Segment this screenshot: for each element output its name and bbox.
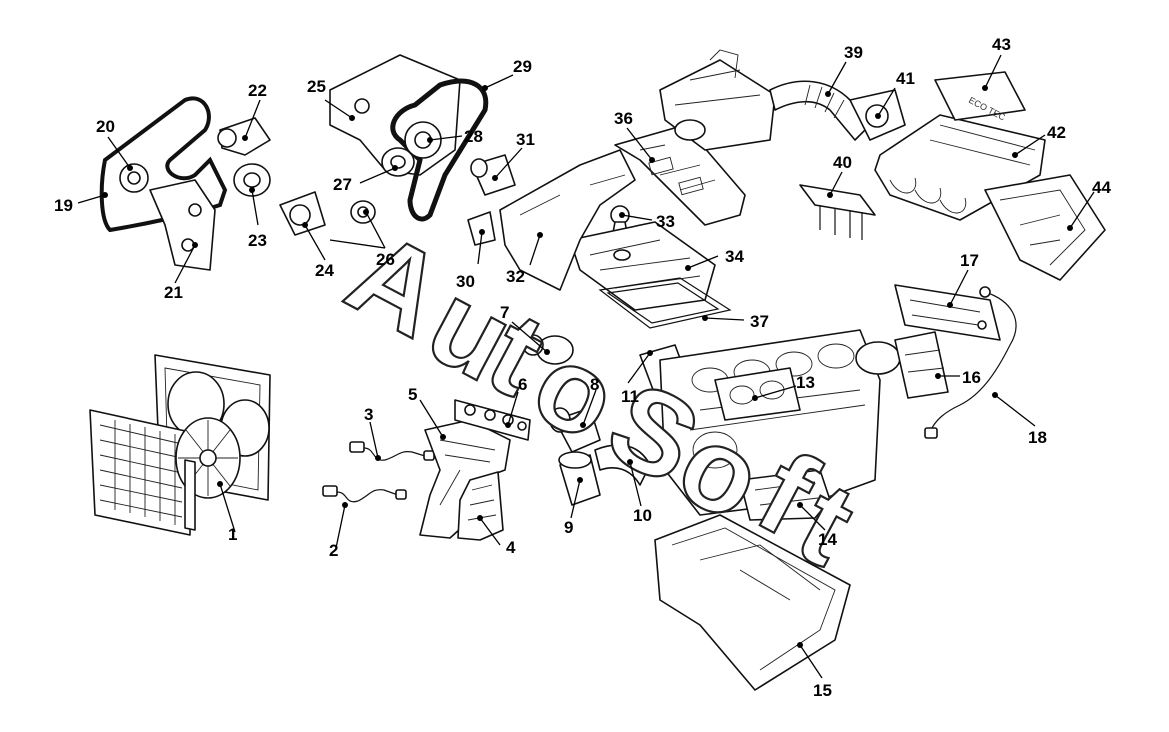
hose: [594, 444, 651, 486]
callout-43: 43: [992, 35, 1011, 54]
callout-3: 3: [364, 405, 373, 424]
callout-9: 9: [564, 518, 573, 537]
head-gasket: [714, 367, 801, 421]
sensor-cable: [924, 286, 1017, 439]
callout-36: 36: [614, 109, 633, 128]
callout-37: 37: [750, 312, 769, 331]
oil-filter-housing: [549, 407, 601, 453]
oxygen-sensor-upper: [349, 441, 435, 461]
mount: [467, 211, 496, 246]
callout-16: 16: [962, 368, 981, 387]
callout-4: 4: [506, 538, 516, 557]
callout-39: 39: [844, 43, 863, 62]
callout-34: 34: [725, 247, 744, 266]
valve-cover-gasket: [598, 277, 732, 329]
idler-pulley: [119, 163, 149, 193]
callout-32: 32: [506, 267, 525, 286]
callout-7: 7: [500, 303, 509, 322]
callout-40: 40: [833, 153, 852, 172]
timing-belt: [390, 78, 489, 222]
callout-19: 19: [54, 196, 73, 215]
callout-20: 20: [96, 117, 115, 136]
engine-block: [659, 329, 881, 516]
ecotec-cover: ECO TEC: [934, 71, 1026, 123]
pulley: [233, 163, 271, 197]
egr-valve: [855, 331, 949, 399]
callout-29: 29: [513, 57, 532, 76]
callout-41: 41: [896, 69, 915, 88]
callout-6: 6: [518, 375, 527, 394]
manifold-gasket: [454, 399, 531, 441]
callout-27: 27: [333, 175, 352, 194]
callout-23: 23: [248, 231, 267, 250]
callout-24: 24: [315, 261, 334, 280]
engine-block-bracket: [739, 469, 831, 521]
callout-2: 2: [329, 541, 338, 560]
ignition-module: [894, 284, 1001, 341]
leader-lines: [77, 54, 1095, 679]
radiator-fan-assembly: [89, 354, 271, 536]
thermostat: [470, 154, 516, 196]
callout-33: 33: [656, 212, 675, 231]
callout-44: 44: [1092, 178, 1111, 197]
callout-28: 28: [464, 127, 483, 146]
callout-13: 13: [796, 373, 815, 392]
bracket: [149, 179, 216, 271]
accessory-belt: [99, 96, 228, 233]
callout-17: 17: [960, 251, 979, 270]
callout-14: 14: [818, 530, 837, 549]
callout-18: 18: [1028, 428, 1047, 447]
pipe-fitting: [522, 334, 574, 365]
callout-8: 8: [590, 375, 599, 394]
callout-26: 26: [376, 250, 395, 269]
oxygen-sensor-lower: [322, 485, 407, 503]
callout-21: 21: [164, 283, 183, 302]
callout-11: 11: [621, 387, 639, 406]
callout-31: 31: [516, 130, 535, 149]
water-pump: [279, 191, 326, 236]
air-box: [659, 49, 776, 151]
callout-5: 5: [408, 385, 417, 404]
callout-42: 42: [1047, 123, 1066, 142]
callout-labels: 1 2 3 4 5 6 7 8 9 10 11 13 14 15 16 17 1…: [54, 35, 1111, 700]
manifold-gasket-intake: [984, 174, 1106, 281]
callout-30: 30: [456, 272, 475, 291]
cam-sprocket: [404, 121, 442, 159]
callout-25: 25: [307, 77, 326, 96]
fuel-rail: [799, 184, 876, 240]
callout-22: 22: [248, 81, 267, 100]
callout-10: 10: [633, 506, 652, 525]
callout-1: 1: [228, 525, 237, 544]
callout-15: 15: [813, 681, 832, 700]
